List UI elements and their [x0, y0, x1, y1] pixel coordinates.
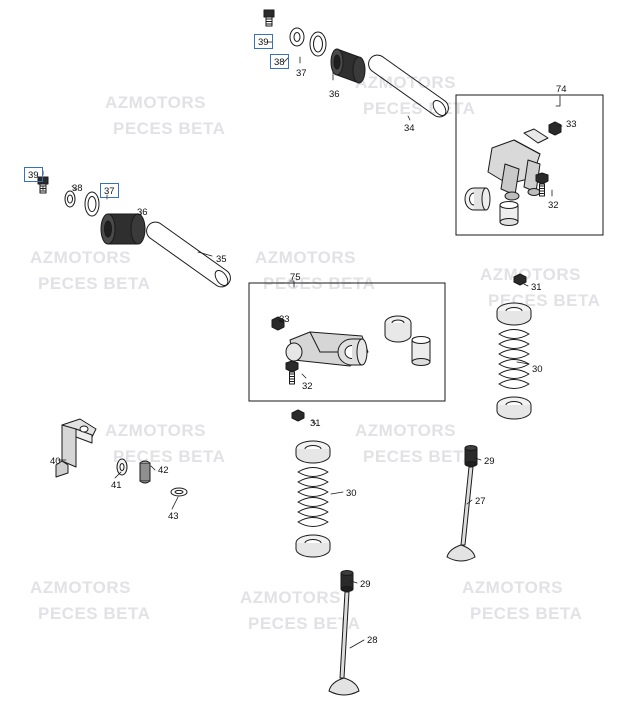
panel-frames [248, 94, 604, 402]
callout-label: 42 [158, 465, 169, 476]
callout-label: 33 [279, 314, 290, 325]
callout-label: 38 [72, 183, 83, 194]
callout-label: 38 [274, 57, 285, 68]
valve-column-center [291, 409, 360, 696]
callout-label: 31 [531, 282, 542, 293]
callout-label: 74 [556, 84, 567, 95]
callout-label: 75 [290, 272, 301, 283]
callout-label: 28 [367, 635, 378, 646]
callout-label: 29 [360, 579, 371, 590]
part-39-top [263, 9, 275, 27]
callout-label: 36 [137, 207, 148, 218]
panel-74-art [464, 121, 562, 226]
part-35 [146, 221, 231, 288]
callout-label: 36 [329, 89, 340, 100]
callout-label: 30 [346, 488, 357, 499]
callout-label: 31 [310, 418, 321, 429]
callout-label: 30 [532, 364, 543, 375]
part-36-mid [100, 213, 146, 245]
part-30-center-spring [297, 467, 329, 527]
callout-label: 37 [104, 186, 115, 197]
callout-label: 32 [302, 381, 313, 392]
callout-box [100, 183, 119, 198]
callout-box [254, 34, 273, 49]
valve-column-right [446, 273, 532, 562]
callout-label: 32 [548, 200, 559, 211]
part-34 [368, 54, 449, 118]
callout-box [24, 167, 43, 182]
callout-box [270, 54, 289, 69]
part-36-top [330, 48, 366, 84]
callout-label: 41 [111, 480, 122, 491]
leader-lines [42, 41, 563, 649]
callout-label: 39 [258, 37, 269, 48]
callout-label: 40 [50, 456, 61, 467]
callout-label: 35 [216, 254, 227, 265]
callout-label: 43 [168, 511, 179, 522]
callout-label: 29 [484, 456, 495, 467]
callout-label: 33 [566, 119, 577, 130]
callout-label: 34 [404, 123, 415, 134]
panel-75-art [271, 315, 431, 385]
callout-label: 37 [296, 68, 307, 79]
callout-label: 27 [475, 496, 486, 507]
part-30-right-spring [498, 329, 530, 389]
callout-label: 39 [28, 170, 39, 181]
bracket-group [55, 418, 188, 497]
